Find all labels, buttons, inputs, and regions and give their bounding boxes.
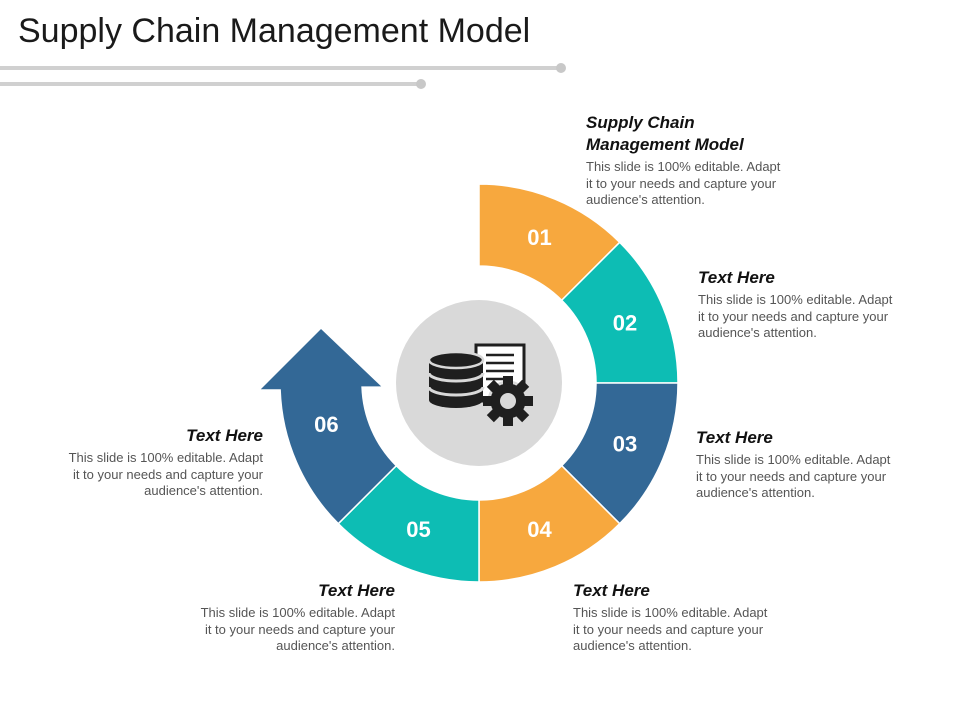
callout-01-body: This slide is 100% editable. Adapt it to… bbox=[586, 159, 811, 209]
callout-01: Supply Chain Management Model This slide… bbox=[586, 112, 811, 209]
callout-05-heading: Text Here bbox=[318, 581, 395, 600]
cycle-segment-label-03: 03 bbox=[613, 431, 637, 456]
callout-03-body: This slide is 100% editable. Adapt it to… bbox=[696, 452, 921, 502]
callout-01-body-line: audience's attention. bbox=[586, 192, 705, 207]
callout-05-body-line: it to your needs and capture your bbox=[204, 621, 395, 637]
callout-06-body-line: This slide is 100% editable. Adapt bbox=[68, 450, 263, 465]
callout-04-body-line: This slide is 100% editable. Adapt bbox=[573, 605, 768, 620]
callout-04-body-line: audience's attention. bbox=[573, 638, 692, 653]
callout-02-body-line: audience's attention. bbox=[698, 325, 817, 340]
callout-03-body-line: audience's attention. bbox=[696, 485, 815, 500]
title-underline-decoration bbox=[0, 63, 566, 89]
cycle-segment-label-05: 05 bbox=[406, 517, 430, 542]
callout-05-body: This slide is 100% editable. Adapt it to… bbox=[170, 605, 395, 655]
callout-04-heading: Text Here bbox=[573, 581, 650, 600]
cycle-segment-label-06: 06 bbox=[314, 412, 338, 437]
callout-05-body-line: This slide is 100% editable. Adapt bbox=[200, 605, 395, 620]
callout-01-heading-line1: Supply Chain bbox=[586, 113, 695, 132]
cycle-segment-label-02: 02 bbox=[613, 311, 637, 336]
callout-02-body-line: it to your needs and capture your bbox=[698, 308, 889, 324]
callout-06-body-line: it to your needs and capture your bbox=[72, 466, 263, 482]
callout-03-body-line: This slide is 100% editable. Adapt bbox=[696, 452, 891, 467]
callout-05: Text Here This slide is 100% editable. A… bbox=[170, 580, 395, 655]
callout-01-heading-line2: Management Model bbox=[586, 135, 744, 154]
callout-01-heading: Supply Chain Management Model bbox=[586, 112, 811, 156]
callout-06-body-line: audience's attention. bbox=[144, 483, 263, 498]
callout-04: Text Here This slide is 100% editable. A… bbox=[573, 580, 798, 655]
callout-04-body-line: it to your needs and capture your bbox=[573, 621, 764, 637]
callout-04-body: This slide is 100% editable. Adapt it to… bbox=[573, 605, 798, 655]
callout-02-heading: Text Here bbox=[698, 268, 775, 287]
callout-06: Text Here This slide is 100% editable. A… bbox=[38, 425, 263, 500]
callout-02: Text Here This slide is 100% editable. A… bbox=[698, 267, 923, 342]
underline-bottom-dot bbox=[416, 79, 426, 89]
callout-02-body: This slide is 100% editable. Adapt it to… bbox=[698, 292, 923, 342]
callout-03: Text Here This slide is 100% editable. A… bbox=[696, 427, 921, 502]
callout-02-body-line: This slide is 100% editable. Adapt bbox=[698, 292, 893, 307]
cycle-segment-06 bbox=[257, 326, 398, 525]
database-icon bbox=[427, 350, 485, 408]
cycle-segments: 01 02 03 04 05 06 bbox=[257, 183, 679, 583]
slide-title: Supply Chain Management Model bbox=[18, 12, 531, 50]
callout-03-heading: Text Here bbox=[696, 428, 773, 447]
callout-03-body-line: it to your needs and capture your bbox=[696, 468, 887, 484]
callout-01-body-line: This slide is 100% editable. Adapt bbox=[586, 159, 781, 174]
database-gear-document-icon bbox=[427, 343, 533, 426]
callout-06-body: This slide is 100% editable. Adapt it to… bbox=[38, 450, 263, 500]
cycle-segment-label-04: 04 bbox=[527, 517, 552, 542]
callout-06-heading: Text Here bbox=[186, 426, 263, 445]
callout-01-body-line: it to your needs and capture your bbox=[586, 175, 777, 191]
gear-icon bbox=[483, 376, 533, 426]
callout-05-body-line: audience's attention. bbox=[276, 638, 395, 653]
underline-top-dot bbox=[556, 63, 566, 73]
cycle-segment-label-01: 01 bbox=[527, 225, 551, 250]
